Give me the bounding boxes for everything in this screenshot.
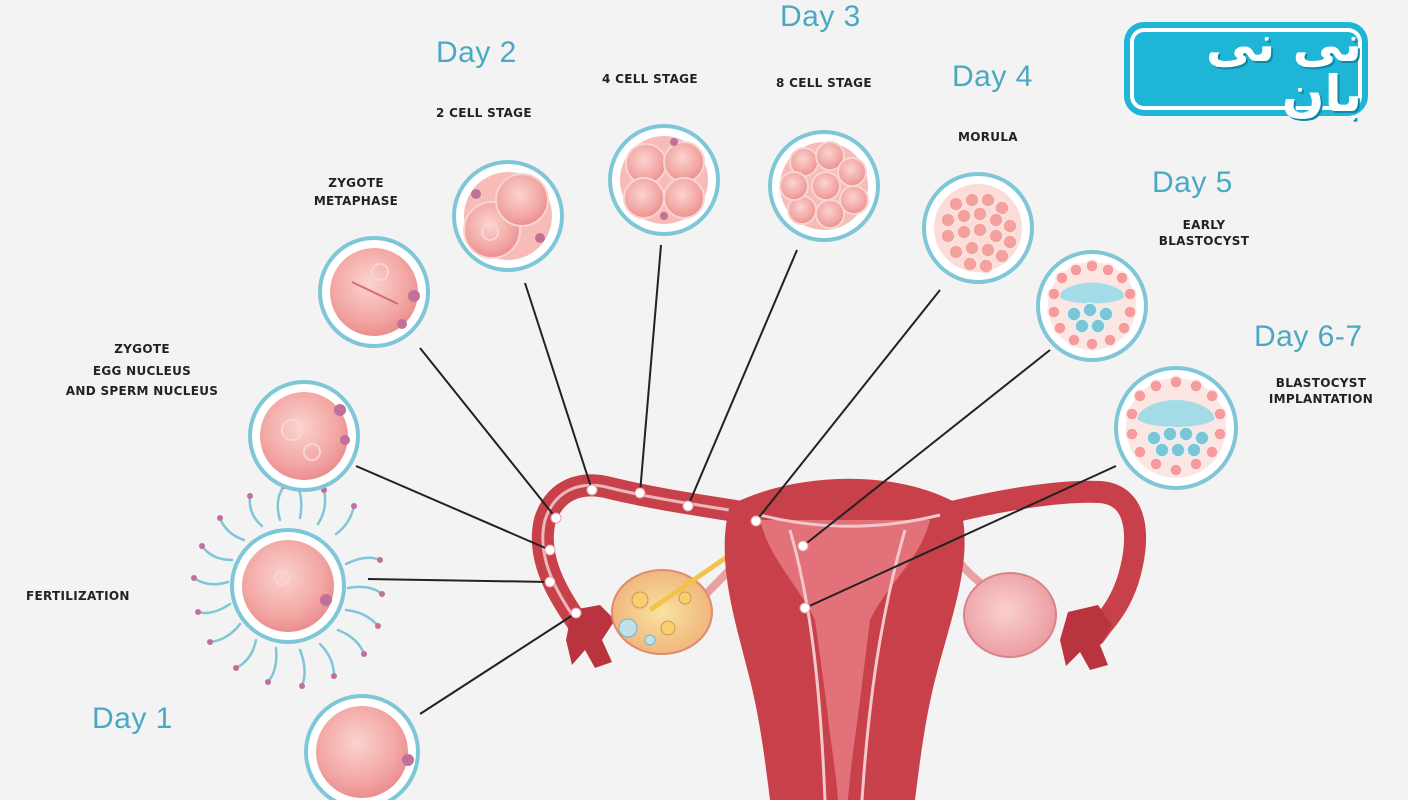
zygote-cell xyxy=(248,380,360,492)
oocyte-cell xyxy=(304,694,420,800)
uterine-cavity xyxy=(760,520,930,800)
zygote-metaphase-label: Zygote metaphase xyxy=(313,176,399,208)
morula-cell xyxy=(922,172,1034,284)
brand-logo-text: نی نی بان xyxy=(1205,15,1362,123)
zygote-label: Zygote egg nucleus and sperm nucleus xyxy=(65,342,219,398)
day-6-7-label: Day 6-7 xyxy=(1254,320,1363,353)
early-blastocyst-label: Early blastocyst xyxy=(1158,218,1250,248)
left-ovary xyxy=(611,569,713,655)
right-fimbriae xyxy=(1060,605,1112,670)
right-ovary xyxy=(963,572,1057,658)
day-3-label: Day 3 xyxy=(780,0,861,33)
early-blastocyst-cell xyxy=(1036,250,1148,362)
morula-label: Morula xyxy=(958,130,1018,144)
eight-cell-stage-cell xyxy=(768,130,880,242)
left-fimbriae xyxy=(566,605,615,668)
connector-dots xyxy=(544,484,811,619)
uterus-illustration xyxy=(531,474,1146,800)
eight-cell-stage-label: 8 cell stage xyxy=(776,76,872,90)
blastocyst-implantation-label: Blastocyst implantation xyxy=(1268,376,1374,406)
four-cell-stage-cell xyxy=(608,124,720,236)
four-cell-stage-label: 4 cell stage xyxy=(602,72,698,86)
day-2-label: Day 2 xyxy=(436,36,517,69)
connector-lines xyxy=(355,244,1117,715)
day-4-label: Day 4 xyxy=(952,60,1033,93)
two-cell-stage-label: 2 cell stage xyxy=(436,106,532,120)
right-fallopian-tube xyxy=(929,480,1146,646)
day-1-label: Day 1 xyxy=(92,702,173,735)
blastocyst-implantation-cell xyxy=(1114,366,1238,490)
day-5-label: Day 5 xyxy=(1152,166,1233,199)
brand-logo: نی نی بان xyxy=(1130,19,1362,119)
zygote-metaphase-cell xyxy=(318,236,430,348)
two-cell-stage-cell xyxy=(452,160,564,272)
fertilization-cell xyxy=(191,479,385,689)
fertilization-label: Fertilization xyxy=(26,589,130,603)
